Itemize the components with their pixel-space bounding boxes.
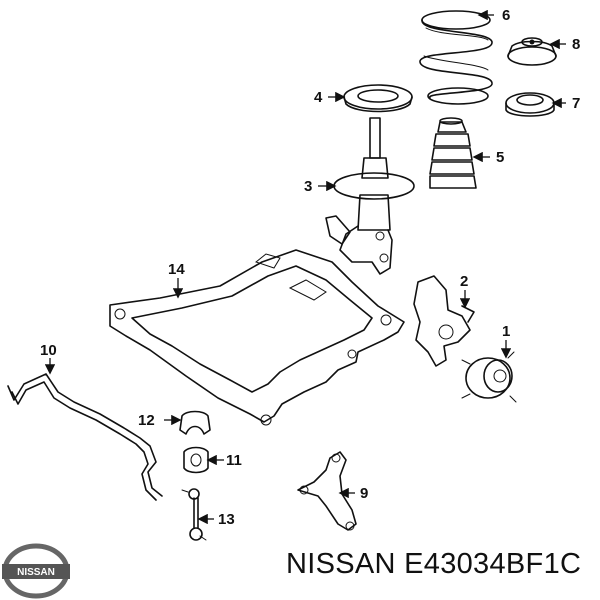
stabilizer-link [181,488,207,541]
callout-5: 5 [496,149,504,166]
part-number-label: NISSAN E43034BF1C [286,548,582,580]
strut-assembly [325,117,415,275]
callout-6: 6 [502,7,510,24]
callout-12: 12 [138,412,155,429]
callout-1: 1 [502,323,510,340]
dust-boot [429,117,477,189]
coil-spring [419,10,493,105]
callout-10: 10 [40,342,57,359]
stabilizer-bracket [179,410,211,435]
callout-7: 7 [572,95,580,112]
callout-4: 4 [314,89,323,106]
strut-bearing [505,92,555,117]
callout-3: 3 [304,178,312,195]
callout-9: 9 [360,485,368,502]
callout-11: 11 [226,452,242,469]
nissan-logo: NISSAN [2,543,70,599]
wheel-hub [461,351,517,403]
nissan-logo-text: NISSAN [17,567,55,578]
lower-control-arm [297,451,357,531]
stabilizer-bar [7,373,163,501]
callout-13: 13 [218,511,235,528]
strut-mount [507,37,557,66]
front-subframe [109,249,405,426]
spring-seat [343,84,413,113]
callout-2: 2 [460,273,468,290]
stabilizer-bushing [183,446,209,474]
callout-14: 14 [168,261,185,278]
callout-8: 8 [572,36,580,53]
